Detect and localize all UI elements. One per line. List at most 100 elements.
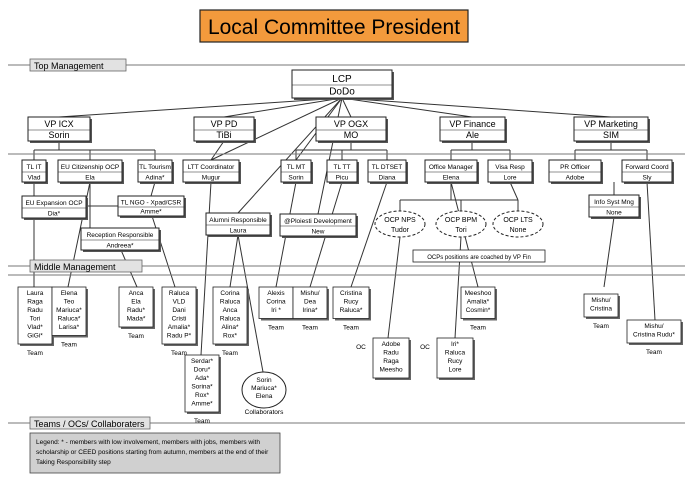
t-tt-member: Irina* bbox=[302, 307, 318, 314]
eu-cit-box-role: EU Citizenship OCP bbox=[61, 164, 120, 171]
t-fwd-member: Cristina Rudu* bbox=[633, 332, 675, 339]
pr-box bbox=[548, 159, 602, 183]
t-info-label: Team bbox=[593, 323, 609, 330]
vp-pd-box bbox=[193, 116, 255, 142]
ocp-lts-name: None bbox=[510, 227, 527, 234]
t-fwd-box bbox=[626, 319, 682, 344]
t-ltt-label: Team bbox=[194, 418, 210, 425]
lcp-box-role: LCP bbox=[332, 74, 352, 85]
eu-exp-box-name: Dia* bbox=[48, 210, 61, 217]
t-office-member: Meeshoo bbox=[465, 290, 492, 297]
visa-box bbox=[487, 159, 533, 183]
oc-bpm-box bbox=[436, 337, 474, 379]
t-office-label: Team bbox=[470, 325, 486, 332]
teams-section-label: Teams / OCs/ Collaboraters bbox=[34, 419, 145, 429]
t-ltt-member: Doru* bbox=[194, 367, 211, 374]
ocp-bpm-role: OCP BPM bbox=[445, 217, 477, 224]
tl-tour-box-name: Adina* bbox=[145, 174, 165, 181]
vp-fin-box bbox=[439, 116, 506, 142]
collaborator-member: Sorin bbox=[256, 377, 272, 384]
t-it-member: Raga bbox=[27, 299, 43, 306]
middle-management-label: Middle Management bbox=[34, 262, 116, 272]
t-mt-member: Alexis bbox=[267, 290, 285, 297]
t-ngo-member: Raluca bbox=[169, 290, 190, 297]
legend-box bbox=[29, 432, 281, 474]
vp-mkt-box-role: VP Marketing bbox=[584, 119, 638, 129]
tl-it-box-name: Vlad bbox=[27, 174, 40, 181]
vp-mkt-box-name: SIM bbox=[603, 130, 619, 140]
eu-exp-box bbox=[21, 195, 87, 219]
t-ltt-member: Ada* bbox=[195, 375, 210, 382]
tl-tour-box-role: TL Tourism bbox=[139, 164, 171, 171]
t-tt-box bbox=[292, 286, 328, 319]
t-ltt-member: Amme* bbox=[191, 401, 213, 408]
ocp-nps-role: OCP NPS bbox=[384, 217, 416, 224]
t-ltt-member: Serdar* bbox=[191, 358, 214, 365]
connector-line bbox=[229, 234, 239, 288]
ploiesti-box-role: @Ploiesti Development bbox=[284, 218, 352, 225]
oc-nps-member: Radu bbox=[383, 350, 399, 357]
t-ngo-member: Cristi bbox=[172, 316, 187, 323]
t-ltt-member: Sorina* bbox=[191, 384, 213, 391]
connector-line bbox=[150, 181, 156, 197]
lcp-box-name: DoDo bbox=[329, 87, 355, 98]
t-info-member: Mishu/ bbox=[591, 297, 610, 304]
t-eucit-label: Team bbox=[61, 342, 77, 349]
pr-box-role: PR Officer bbox=[560, 164, 591, 171]
oc-bpm-member: Lore bbox=[448, 367, 461, 374]
ltt-box bbox=[182, 159, 240, 183]
connector-line bbox=[341, 97, 612, 118]
alumni-box-name: Laura bbox=[230, 227, 247, 234]
ocp-bpm-ellipse bbox=[435, 210, 487, 238]
t-recep-label: Team bbox=[128, 333, 144, 340]
t-office-member: Cosmin* bbox=[466, 307, 491, 314]
oc-bpm-label: OC bbox=[420, 344, 430, 351]
visa-box-name: Lore bbox=[503, 174, 516, 181]
ocp-bpm-name: Tori bbox=[455, 227, 467, 234]
vp-icx-box-name: Sorin bbox=[48, 130, 69, 140]
vp-icx-box bbox=[27, 116, 91, 142]
lcp-box bbox=[291, 69, 393, 99]
connector-line bbox=[210, 97, 343, 161]
tl-ngo-box bbox=[117, 195, 185, 217]
eu-exp-box-role: EU Expansion OCP bbox=[25, 200, 82, 207]
t-dtset-member: Cristina bbox=[340, 290, 362, 297]
oc-bpm-member: Raluca bbox=[445, 350, 466, 357]
recep-box-name: Andreea* bbox=[106, 242, 134, 249]
top-management-label-box bbox=[29, 58, 127, 72]
connector-line bbox=[603, 216, 615, 288]
ocp-nps-name: Tudor bbox=[391, 227, 410, 234]
ocp-note: OCPs positions are coached by VP Fin bbox=[427, 255, 531, 261]
oc-nps-label: OC bbox=[356, 344, 366, 351]
title-box bbox=[199, 9, 469, 43]
t-alumni-member: Alina* bbox=[222, 324, 239, 331]
ocp-nps-ellipse bbox=[374, 210, 426, 238]
tl-dtset-box-name: Diana bbox=[379, 174, 396, 181]
office-box-name: Elena bbox=[443, 174, 460, 181]
tl-tt-box-name: Picu bbox=[336, 174, 349, 181]
connector-line bbox=[210, 140, 225, 161]
t-office-box bbox=[460, 286, 496, 319]
connector-line bbox=[317, 97, 343, 215]
oc-bpm-member: Iri* bbox=[451, 341, 459, 348]
t-info-member: Cristina bbox=[590, 306, 612, 313]
oc-nps-member: Raga bbox=[383, 358, 399, 365]
page-title: Local Committee President bbox=[208, 16, 460, 39]
t-recep-member: Anca bbox=[129, 290, 144, 297]
t-mt-label: Team bbox=[268, 325, 284, 332]
t-eucit-member: Elena bbox=[61, 290, 78, 297]
ploiesti-box-name: New bbox=[311, 228, 324, 235]
connector-line bbox=[341, 97, 352, 118]
t-ngo-label: Team bbox=[171, 350, 187, 357]
infosys-box-name: None bbox=[606, 209, 622, 216]
vp-ogx-box-name: MO bbox=[344, 130, 359, 140]
vp-pd-box-name: TiBi bbox=[216, 130, 231, 140]
t-it-member: Radu bbox=[27, 307, 43, 314]
t-tt-member: Dea bbox=[304, 299, 316, 306]
t-dtset-label: Team bbox=[343, 325, 359, 332]
collaborators-ellipse bbox=[241, 371, 287, 409]
vp-icx-box-role: VP ICX bbox=[44, 119, 73, 129]
t-alumni-member: Anca bbox=[223, 307, 238, 314]
t-mt-box bbox=[258, 286, 294, 319]
connector-line bbox=[341, 97, 473, 118]
